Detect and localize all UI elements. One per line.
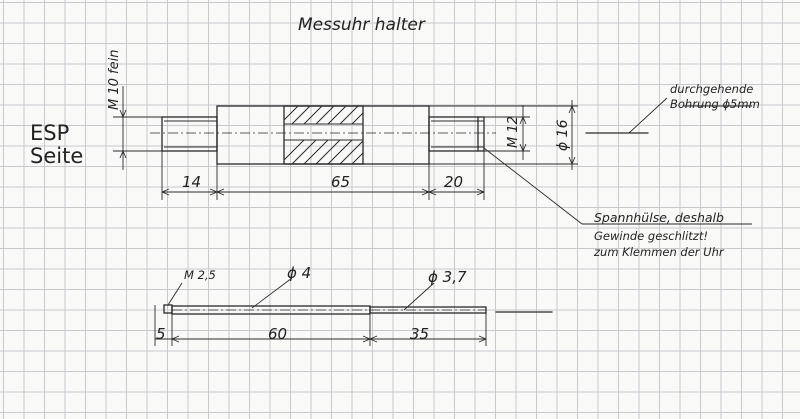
pin-diameter-b-label: ϕ 3,7 — [428, 268, 467, 286]
thread-right-label: M 12 — [506, 116, 521, 148]
pin-dim-b-label: 60 — [268, 325, 288, 343]
upper-dimensions — [113, 86, 752, 225]
slot-note: Spannhülse, deshalb Gewinde geschlitzt! … — [594, 210, 724, 259]
bore-note-line2: Bohrung ϕ5mm — [670, 96, 760, 111]
side-label-line1: ESP — [30, 121, 70, 145]
right-thread-stub — [428, 116, 485, 152]
hatch-lines — [283, 105, 364, 165]
hatched-section — [283, 105, 364, 165]
dim-middle-label: 65 — [331, 173, 351, 191]
pin-thread — [163, 304, 173, 314]
main-body — [216, 105, 430, 165]
pin-thread-label: M 2,5 — [184, 268, 216, 282]
lower-pin — [163, 277, 553, 315]
pin-dim-c-label: 35 — [410, 325, 430, 343]
dim-right-label: 20 — [444, 173, 464, 191]
side-label: ESP Seite — [30, 122, 83, 168]
outer-diameter-label: ϕ 16 — [555, 119, 571, 152]
bore-note-line1: durchgehende — [670, 82, 754, 96]
slot-note-line2: Gewinde geschlitzt! — [594, 228, 708, 243]
slot-note-line3: zum Klemmen der Uhr — [594, 245, 724, 259]
drawing-title: Messuhr halter — [298, 15, 425, 35]
side-label-line2: Seite — [30, 144, 84, 168]
bore-note: durchgehende Bohrung ϕ5mm — [670, 82, 760, 111]
dim-left-label: 14 — [182, 173, 202, 191]
pin-diameter-a-label: ϕ 4 — [287, 264, 312, 282]
lower-dimensions — [154, 305, 487, 346]
thread-left-label: M 10 fein — [107, 49, 122, 110]
left-thread-stub — [161, 116, 218, 152]
slot-note-line1: Spannhülse, deshalb — [594, 210, 724, 225]
upper-shaft — [150, 97, 668, 165]
pin-dim-a-label: 5 — [156, 325, 166, 343]
